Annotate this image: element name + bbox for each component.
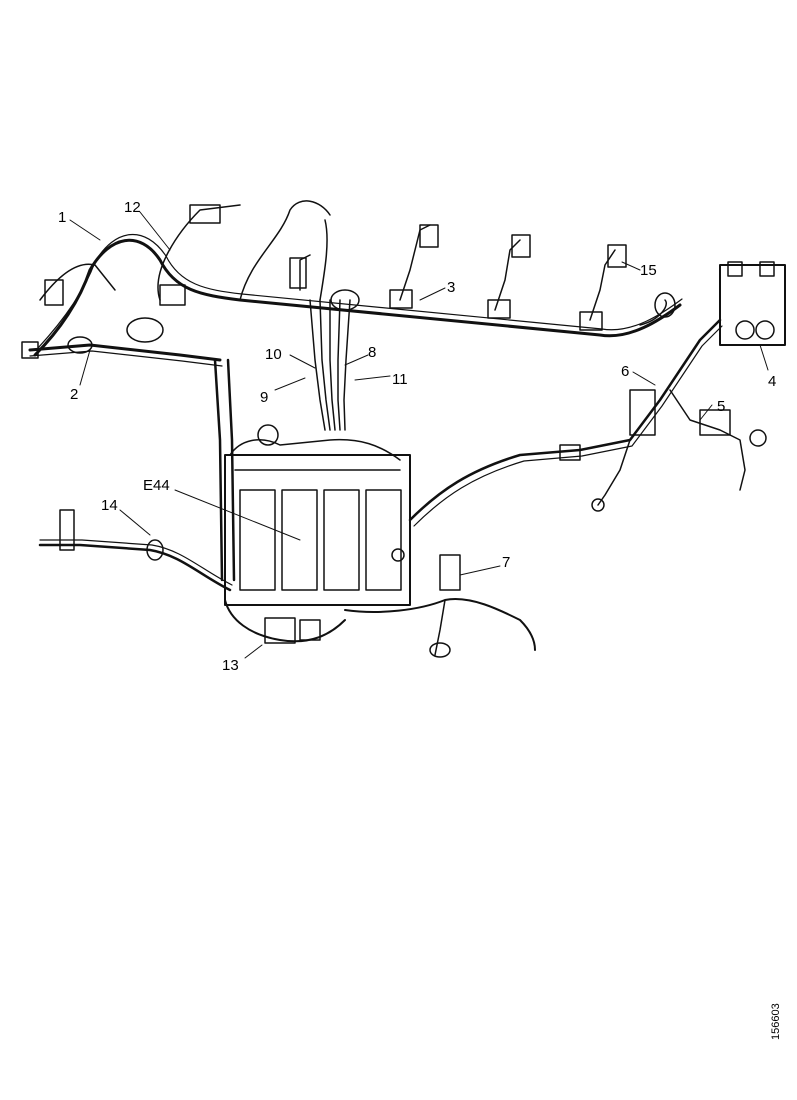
callout-15: 15 xyxy=(640,262,657,279)
callout-6: 6 xyxy=(621,363,629,380)
callout-7: 7 xyxy=(502,554,510,571)
callout-e44: E44 xyxy=(143,477,170,494)
callout-14: 14 xyxy=(101,497,118,514)
callout-4: 4 xyxy=(768,373,776,390)
callout-13: 13 xyxy=(222,657,239,674)
callout-1: 1 xyxy=(58,209,66,226)
leader-lines xyxy=(69,211,769,659)
callout-9: 9 xyxy=(260,389,268,406)
callout-2: 2 xyxy=(70,386,78,403)
harness-drawing xyxy=(21,200,786,658)
callout-11: 11 xyxy=(392,371,408,388)
callout-8: 8 xyxy=(368,344,376,361)
callout-labels: 1 2 3 4 5 6 7 8 9 10 11 12 13 14 15 E44 xyxy=(58,199,776,674)
callout-5: 5 xyxy=(717,398,725,415)
callout-12: 12 xyxy=(124,199,141,216)
callout-3: 3 xyxy=(447,279,455,296)
callout-10: 10 xyxy=(265,346,282,363)
figure-reference-number: 156603 xyxy=(770,1003,782,1040)
